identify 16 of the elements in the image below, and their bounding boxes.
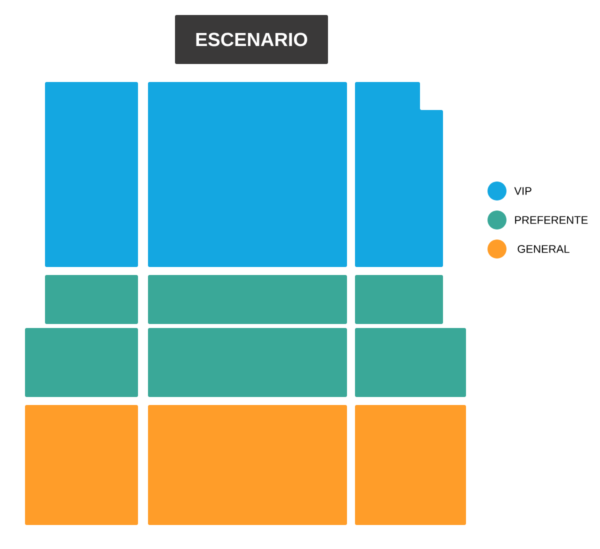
seating-section — [25, 405, 138, 525]
seating-section — [148, 405, 347, 525]
seating-section — [148, 82, 347, 267]
seating-section — [148, 275, 347, 324]
seating-section — [355, 328, 466, 397]
seating-section — [148, 328, 347, 397]
legend-label: PREFERENTE — [515, 216, 588, 224]
legend-label: GENERAL — [518, 245, 570, 253]
seating-section — [45, 275, 138, 324]
seating-section — [355, 405, 466, 525]
stage-box: ESCENARIO — [175, 15, 328, 64]
seating-section — [355, 275, 443, 324]
seating-section — [25, 328, 138, 397]
legend-label: VIP — [514, 187, 532, 195]
seating-section — [45, 82, 138, 267]
seating-section — [355, 82, 443, 267]
